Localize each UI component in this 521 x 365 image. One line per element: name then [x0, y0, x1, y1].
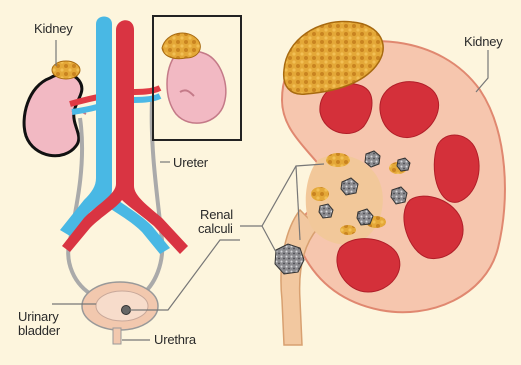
- urinary-bladder-label-line1: Urinary: [18, 310, 59, 324]
- renal-calculi-label-line2: calculi: [198, 222, 233, 236]
- kidney-cross-section: [275, 22, 505, 345]
- ureter-label: Ureter: [173, 156, 208, 170]
- right-adrenal-gland: [162, 33, 200, 59]
- kidney-left-label: Kidney: [34, 22, 73, 36]
- kidney-stone: [275, 244, 304, 274]
- bladder-stone: [122, 306, 131, 315]
- renal-calculi-label-line1: Renal: [200, 208, 233, 222]
- urinary-bladder-label-line2: bladder: [18, 324, 60, 338]
- kidney-right-label: Kidney: [464, 35, 503, 49]
- urinary-tract-overview: [24, 16, 241, 344]
- urethra: [113, 328, 121, 344]
- right-ureter: [140, 100, 162, 296]
- urethra-label: Urethra: [154, 333, 196, 347]
- right-kidney: [167, 50, 226, 123]
